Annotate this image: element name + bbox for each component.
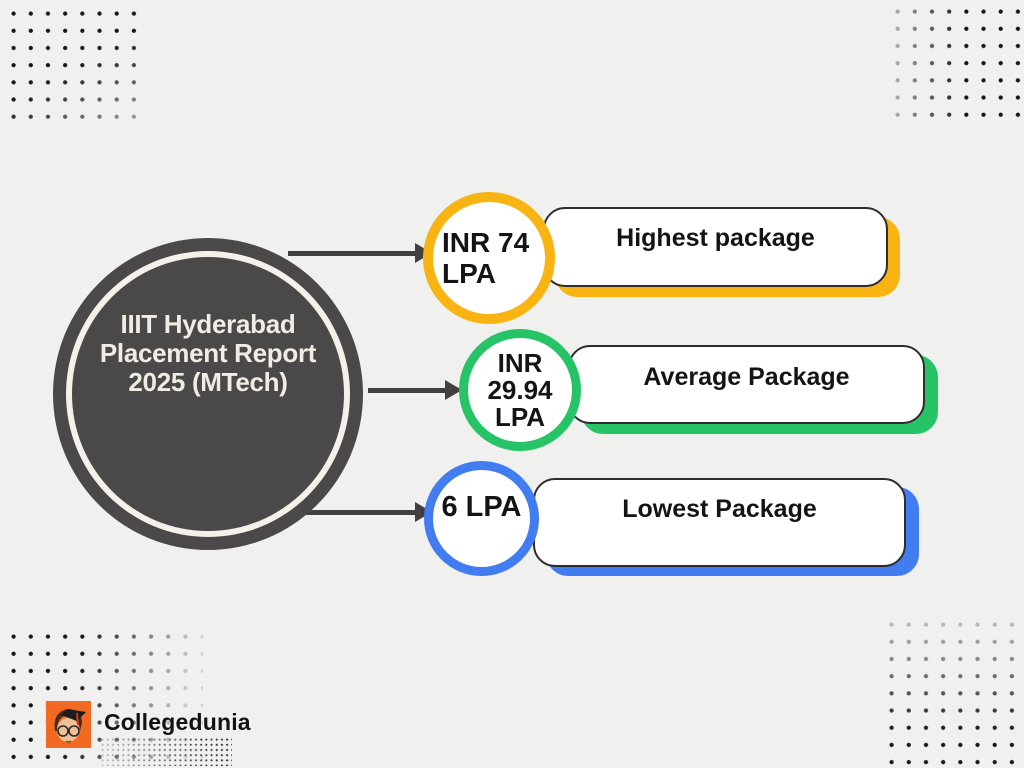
value-line: LPA [494, 401, 546, 432]
highest-package-value: INR 74 LPA [433, 227, 545, 289]
main-topic-circle: IIIT Hyderabad Placement Report 2025 (MT… [53, 238, 363, 550]
brand-name: Collegedunia [104, 709, 251, 735]
arrow-shaft [288, 250, 415, 256]
lowest-package-value-circle: 6 LPA [424, 461, 539, 576]
dot-pattern-bottom-right [883, 616, 1023, 766]
average-package-value-circle: INR 29.94 LPA [459, 329, 581, 451]
collegedunia-logo [46, 701, 91, 748]
lowest-package-label: Lowest Package [622, 495, 817, 523]
dot-pattern-top-right [889, 3, 1022, 118]
main-topic-title: IIIT Hyderabad Placement Report 2025 (MT… [47, 310, 369, 397]
average-package-label-box: Average Package [568, 345, 925, 424]
collegedunia-mascot-icon [46, 701, 91, 748]
dot-pattern-top-left [5, 5, 141, 123]
value-line: LPA [442, 258, 496, 289]
halftone-texture [100, 737, 232, 766]
arrow-shaft [297, 509, 415, 515]
average-package-label: Average Package [643, 363, 850, 391]
arrow-shaft [368, 387, 445, 393]
arrow-head-icon [445, 380, 462, 400]
lowest-package-value: 6 LPA [441, 491, 521, 524]
main-title-line-3: 2025 (MTech) [128, 367, 288, 397]
main-title-line-1: IIIT Hyderabad [120, 309, 296, 339]
average-package-value: INR 29.94 LPA [487, 347, 553, 432]
value-line: 29.94 [487, 374, 553, 405]
value-line: 6 LPA [441, 491, 522, 523]
value-line: INR [497, 347, 543, 378]
arrow-to-highest-package [288, 243, 432, 263]
highest-package-value-circle: INR 74 LPA [423, 192, 555, 324]
value-line: INR 74 [442, 227, 530, 258]
arrow-to-lowest-package [297, 502, 432, 522]
main-circle-inner-ring [66, 251, 350, 537]
main-title-line-2: Placement Report [99, 338, 317, 368]
highest-package-label: Highest package [616, 224, 815, 252]
lowest-package-label-box: Lowest Package [533, 478, 906, 567]
highest-package-label-box: Highest package [543, 207, 888, 287]
arrow-to-average-package [368, 380, 462, 400]
